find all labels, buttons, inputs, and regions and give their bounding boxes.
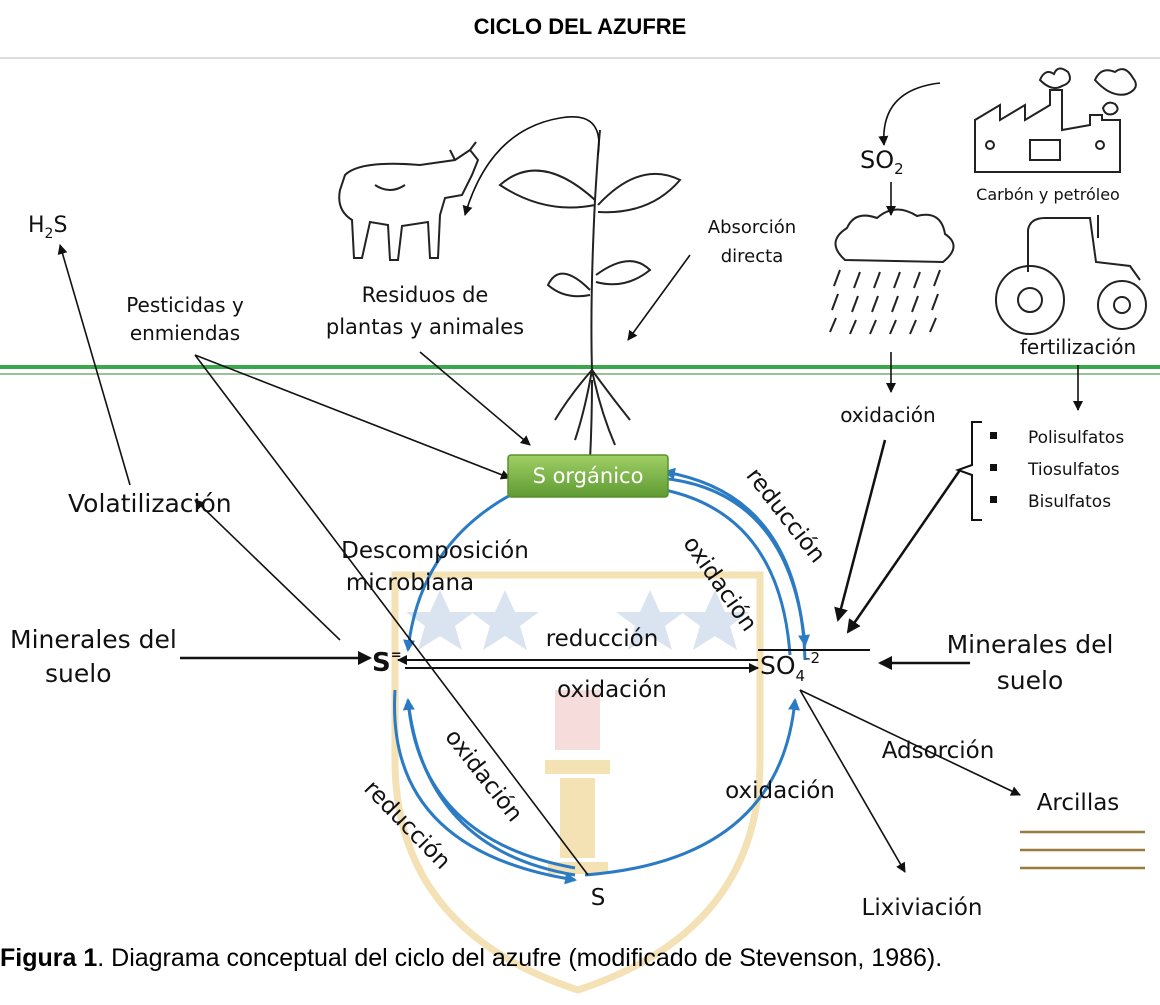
reduccion-mid-label: reducción [546,626,659,652]
arcillas-label: Arcillas [1037,790,1120,816]
figure-number: Figura 1 [0,944,98,972]
bullet-tiosulfatos: Tiosulfatos [1027,460,1120,480]
figure-caption-text: . Diagrama conceptual del ciclo del azuf… [97,944,943,972]
figure-caption: Figura 1. Diagrama conceptual del ciclo … [0,944,1160,973]
diagram-title: CICLO DEL AZUFRE [473,14,687,39]
sulfate-label: SO4-2 [760,649,820,685]
residuos-label-2: plantas y animales [326,315,524,339]
adsorcion-label: Adsorción [882,738,995,764]
elemental-s-label: S [591,885,606,911]
oxidacion-arc-br-label: oxidación [725,778,835,804]
arrow-residuos [419,351,531,446]
tractor-icon [995,215,1147,335]
minerales-left-label-2: suelo [45,659,112,688]
bullet-marker [990,464,997,471]
arrow-pesticidas-to-organico [194,354,511,480]
arrow-adsorcion [799,689,1021,796]
minerales-right-label-2: suelo [997,666,1064,695]
absorcion-label-2: directa [721,246,784,267]
arrow-absorcion [627,254,691,341]
absorcion-label-1: Absorción [708,217,796,238]
factory-icon [974,67,1137,173]
arrow-to-volatilizacion [194,499,341,641]
minerales-left-label-1: Minerales del [10,625,177,654]
h2s-label: H2S [28,213,67,242]
carbon-petroleo-label: Carbón y petróleo [976,185,1120,204]
pesticidas-label-2: enmiendas [130,321,240,345]
descomposicion-label-1: Descomposición [341,538,529,564]
clay-layer-icon [1020,830,1145,870]
flow-arrows [57,82,1083,876]
sulfide-label: S= [372,648,402,678]
descomposicion-label-2: microbiana [346,570,474,596]
arrow-oxidacion-to-so4 [834,439,887,622]
watermark-emblem [391,571,764,994]
residuos-label-1: Residuos de [362,283,489,307]
cycle-circle [393,467,811,885]
bullet-list: Polisulfatos Tiosulfatos Bisulfatos [990,428,1124,512]
arrow-plant-to-cow [462,116,600,216]
volatilizacion-label: Volatilización [68,489,232,518]
pesticidas-label-1: Pesticidas y [126,293,244,317]
bullet-bracket [955,421,982,521]
oxidacion-mid-label: oxidación [557,677,667,703]
cow-icon [338,141,480,261]
s-organico-box [507,454,669,498]
fertilizacion-label: fertilización [1020,335,1136,359]
line-pesticidas-to-s [194,354,589,876]
arrow-to-so2 [878,82,941,146]
bullet-marker [990,432,997,439]
bullet-polisulfatos: Polisulfatos [1028,428,1124,448]
ground-line [0,365,1160,375]
bullet-bisulfatos: Bisulfatos [1028,492,1111,512]
so2-label: SO2 [860,146,904,178]
arrow-bullets-to-so4 [846,469,962,634]
oxidacion-top-label: oxidación [840,403,935,427]
lixiviacion-label: Lixiviación [862,895,983,921]
arrow-lixiviacion [799,689,906,873]
rain-cloud-icon [829,208,955,335]
plant-icon [498,129,682,461]
minerales-right-label-1: Minerales del [947,630,1114,659]
s-organico-label: S orgánico [533,464,644,488]
bullet-marker [990,496,997,503]
arrow-to-h2s [57,244,131,486]
